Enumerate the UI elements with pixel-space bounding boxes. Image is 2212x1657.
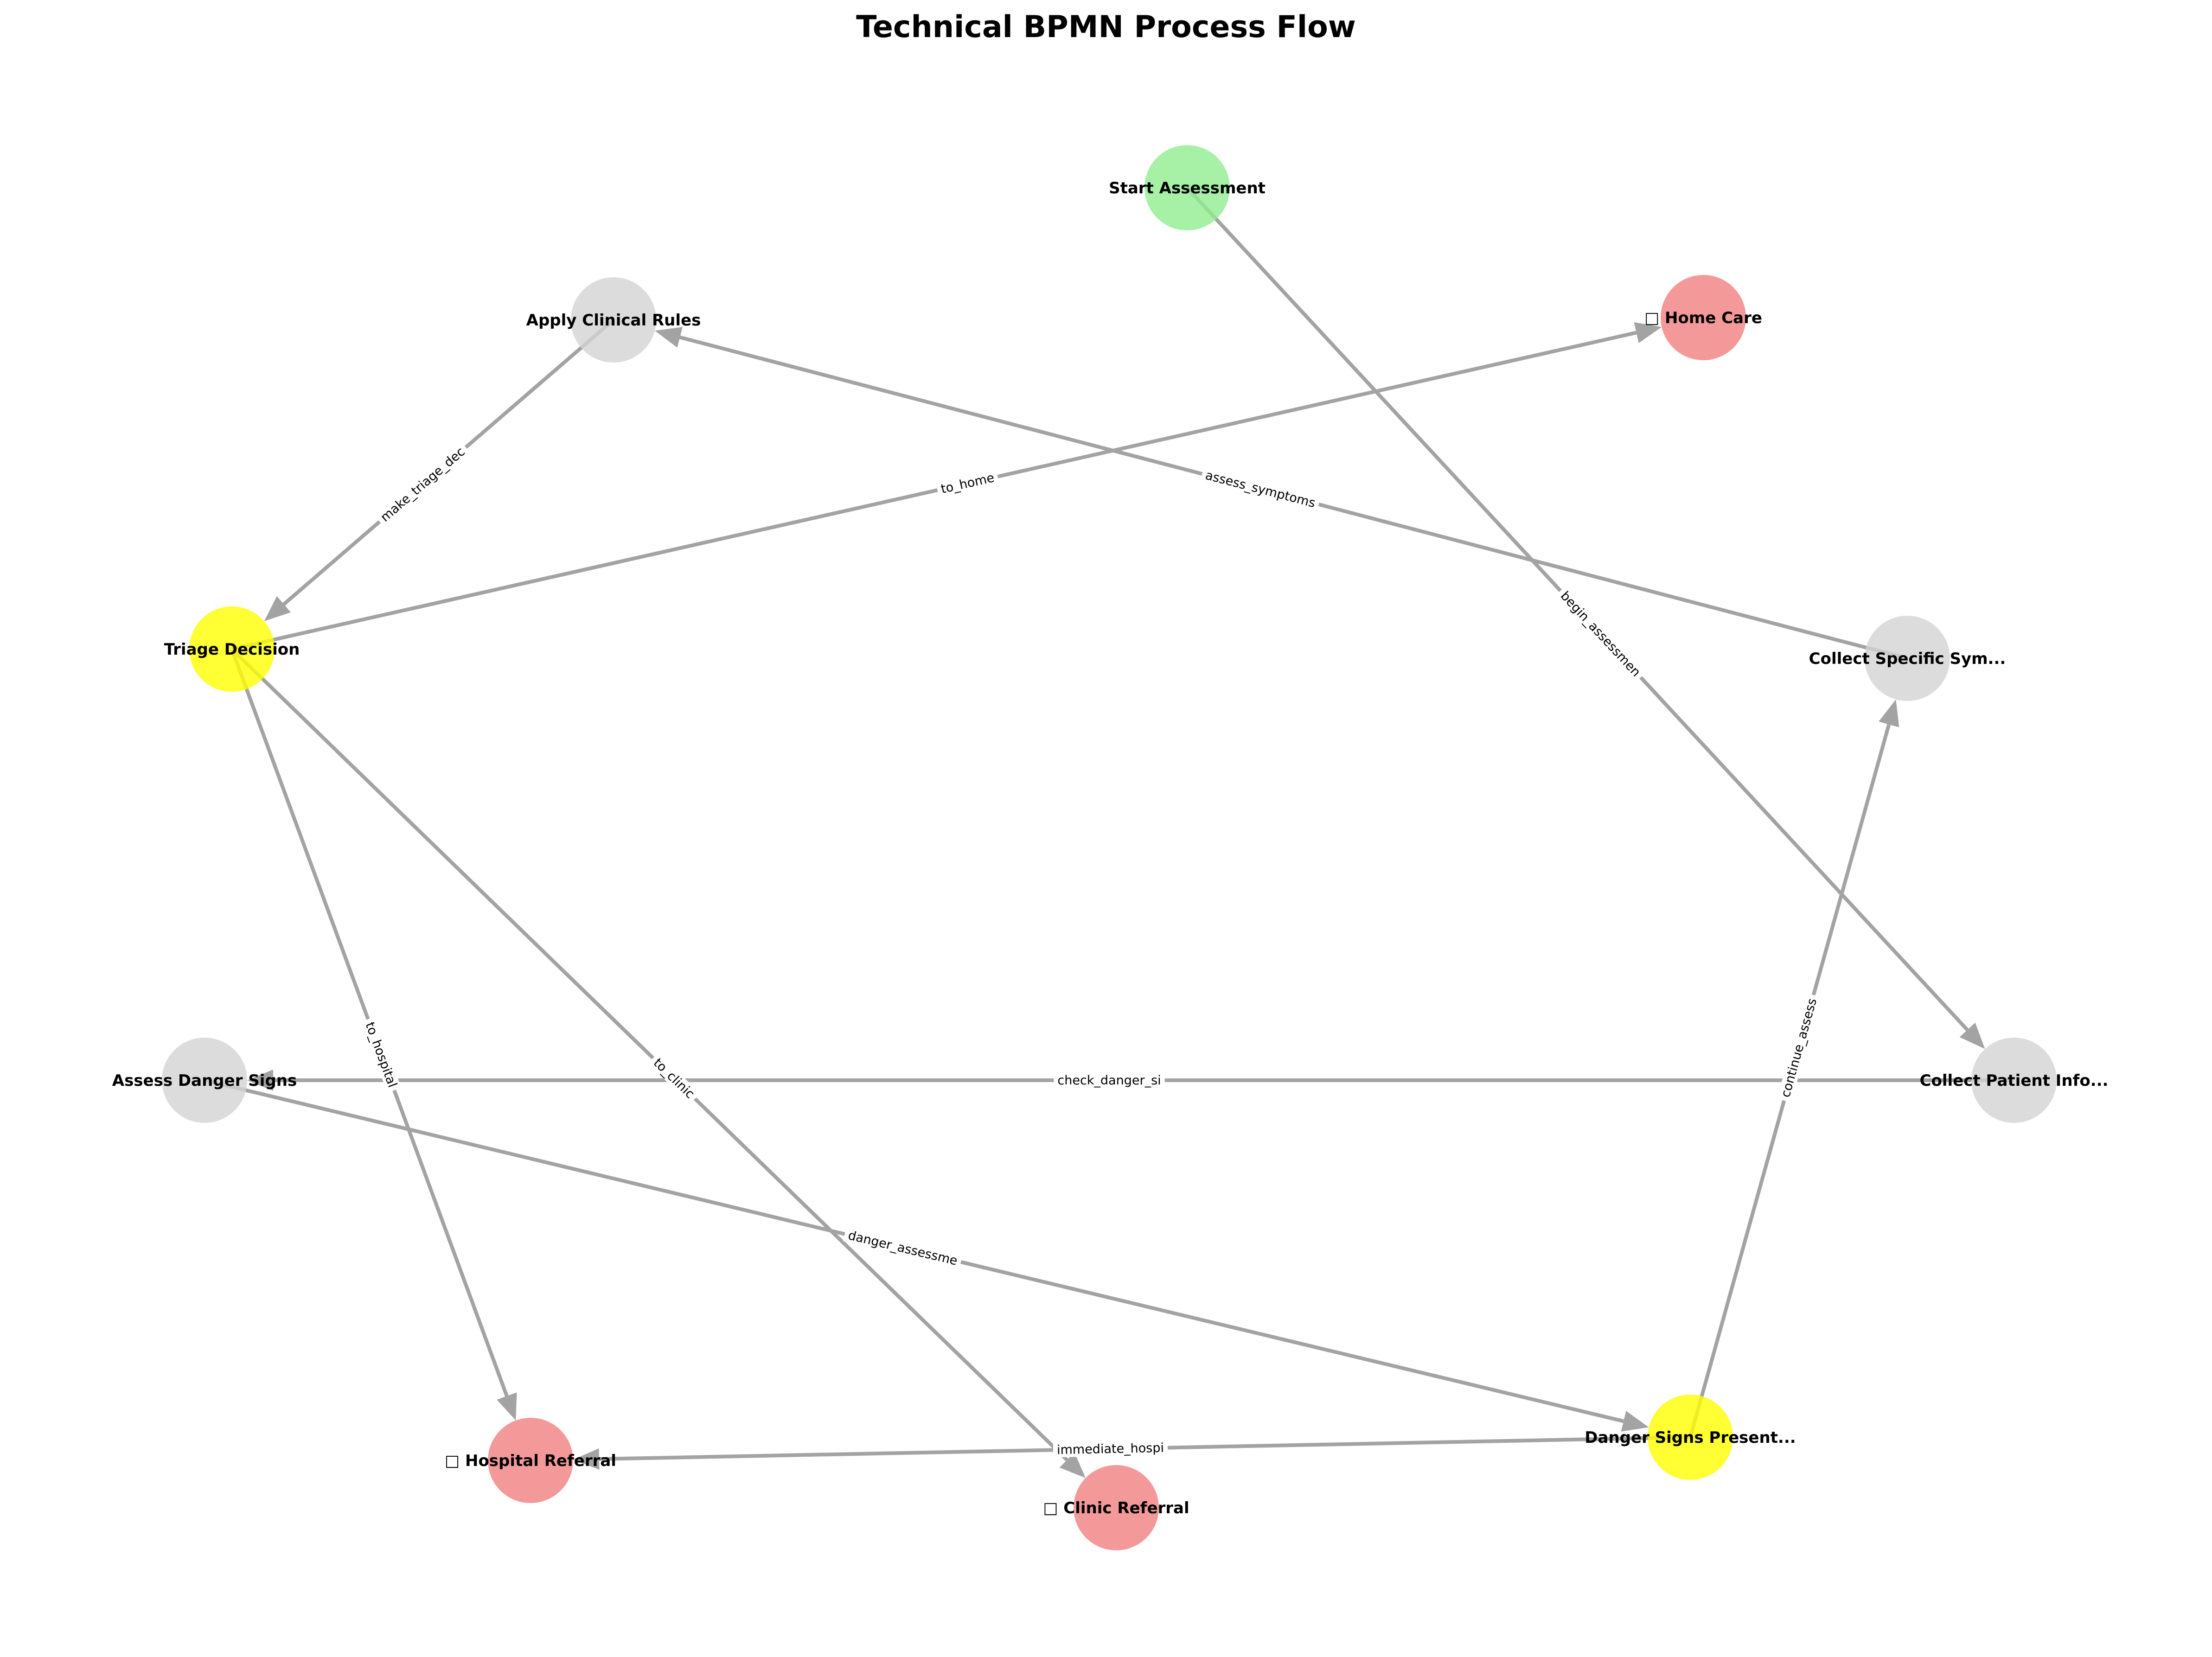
- arrow-head-collect_patient-to-assess_danger: [247, 1070, 273, 1091]
- node-label-clinic: □ Clinic Referral: [1043, 1499, 1189, 1517]
- edge-label-background: [361, 1016, 402, 1093]
- arrow-head-start-to-collect_patient: [1959, 1022, 1985, 1049]
- node-label-collect-symptoms: Collect Specific Sym...: [1809, 650, 2006, 668]
- node-assess-danger: [162, 1038, 247, 1123]
- node-label-collect-patient: Collect Patient Info...: [1920, 1071, 2109, 1090]
- node-danger-present: [1648, 1395, 1733, 1480]
- edge-label-group: check_danger_si: [1054, 1073, 1165, 1088]
- edge-label-background: [843, 1227, 963, 1269]
- edge-label-background: [936, 469, 999, 497]
- node-triage: [189, 606, 275, 692]
- node-apply-rules: [571, 277, 656, 363]
- node-label-apply-rules: Apply Clinical Rules: [526, 311, 701, 330]
- node-collect-patient: [1971, 1038, 2057, 1123]
- edge-label: check_danger_si: [1057, 1073, 1161, 1088]
- node-clinic: [1074, 1465, 1159, 1550]
- node-collect-symptoms: [1865, 616, 1950, 701]
- node-home-care: [1661, 275, 1746, 360]
- arrow-head-danger_present-to-collect_symptoms: [1879, 699, 1899, 727]
- edge-label: immediate_hospi: [1057, 1441, 1164, 1458]
- node-start: [1144, 145, 1230, 230]
- arrow-head-collect_symptoms-to-apply_rules: [655, 327, 683, 348]
- edge-label-background: [1777, 993, 1821, 1103]
- node-label-home-care: □ Home Care: [1644, 309, 1762, 327]
- edge-label-group: immediate_hospi: [1053, 1440, 1168, 1458]
- node-label-start: Start Assessment: [1109, 179, 1266, 198]
- nodes-layer: [162, 145, 2057, 1550]
- edge-label-background: [648, 1052, 700, 1104]
- edge-triage-to-home_care: [231, 331, 1637, 651]
- arrow-head-triage-to-home_care: [1634, 322, 1662, 343]
- arrow-head-triage-to-clinic: [1059, 1452, 1086, 1478]
- node-label-triage: Triage Decision: [164, 640, 300, 659]
- edge-triage-to-clinic: [230, 648, 1068, 1461]
- diagram-title: Technical BPMN Process Flow: [856, 10, 1356, 45]
- node-label-danger-present: Danger Signs Present...: [1585, 1428, 1796, 1447]
- edge-label-background: [1054, 1073, 1165, 1088]
- arrow-head-apply_rules-to-triage: [264, 596, 291, 621]
- node-label-assess-danger: Assess Danger Signs: [112, 1071, 297, 1090]
- edge-label-background: [375, 441, 471, 528]
- node-label-hospital: □ Hospital Referral: [445, 1452, 616, 1470]
- arrow-head-triage-to-hospital: [497, 1392, 517, 1421]
- arrow-head-assess_danger-to-danger_present: [1621, 1411, 1649, 1432]
- edge-label-background: [1200, 466, 1321, 512]
- edge-label-background: [1555, 586, 1646, 682]
- edge-label-background: [1053, 1440, 1168, 1458]
- arrow-head-danger_present-to-hospital: [573, 1448, 600, 1470]
- node-hospital: [488, 1418, 573, 1503]
